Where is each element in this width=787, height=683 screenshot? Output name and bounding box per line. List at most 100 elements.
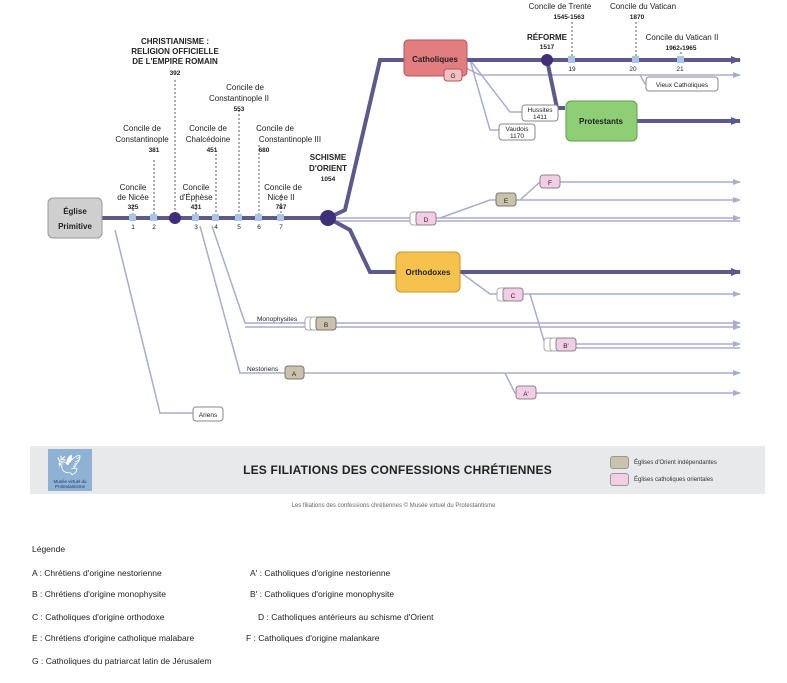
box-e[interactable]: E — [495, 192, 517, 207]
schisme-l2: D'ORIENT — [309, 164, 347, 173]
protestants-box[interactable]: Protestants — [565, 100, 638, 142]
council-num-20: 20 — [629, 66, 637, 73]
council-4-name1: Concile de — [189, 124, 227, 133]
dove-icon: 🕊 — [56, 455, 82, 477]
council-num-1: 1 — [131, 224, 135, 231]
nestoriens-label: Nestoriens — [247, 366, 279, 373]
council-1-year: 325 — [128, 204, 139, 211]
box-c[interactable]: C — [496, 287, 524, 302]
root-line1: Église — [63, 207, 87, 216]
a2-branch — [504, 372, 741, 396]
orient-swatch — [610, 456, 629, 469]
reforme-node — [541, 54, 553, 66]
council-6-name2: Constantinople III — [259, 135, 321, 144]
filiations-diagram: 1 2 3 4 5 6 7 19 20 21 Église Primitive … — [47, 2, 741, 422]
schisme-l1: SCHISME — [310, 153, 347, 162]
christianisme-l3: DE L'EMPIRE ROMAIN — [132, 57, 218, 66]
trente-year: 1545-1563 — [553, 14, 584, 21]
council-num-2: 2 — [152, 224, 156, 231]
key-orient-label: Églises d'Orient indépendantes — [634, 460, 717, 467]
ariens-branch — [114, 229, 195, 414]
council-num-3: 3 — [194, 224, 198, 231]
council-num-5: 5 — [237, 224, 241, 231]
box-a[interactable]: A — [284, 365, 305, 380]
box-b-prime-label: B' — [563, 343, 569, 350]
council-3-year: 431 — [191, 204, 202, 211]
council-5-name2: Constantinople II — [209, 94, 269, 103]
vatican1-year: 1870 — [630, 14, 645, 21]
box-f[interactable]: F — [539, 174, 561, 189]
box-c-label: C — [511, 293, 516, 300]
ariens-box[interactable]: Ariens — [192, 406, 224, 422]
legend-a-prime: A' : Catholiques d'origine nestorienne — [250, 568, 391, 578]
schisme-year: 1054 — [321, 176, 336, 183]
minor-branches — [114, 59, 741, 414]
key-orient: Églises d'Orient indépendantes — [610, 456, 717, 469]
root-line2: Primitive — [58, 222, 92, 231]
council-num-19: 19 — [568, 66, 576, 73]
catholic-orient-swatch — [610, 473, 629, 486]
box-b-prime[interactable]: B' — [543, 337, 577, 352]
orthodoxes-label: Orthodoxes — [406, 268, 451, 277]
schisme-node — [320, 210, 336, 226]
box-b-label: B — [324, 322, 328, 329]
council-markers — [132, 22, 682, 216]
eglise-primitive-box[interactable]: Église Primitive — [47, 197, 103, 239]
c-branch — [459, 271, 741, 297]
trente-l1: Concile de Trente — [529, 2, 592, 11]
legend-b: B : Chrétiens d'origine monophysite — [32, 589, 166, 599]
council-2-name2: Constantinople — [115, 135, 169, 144]
council-6-year: 680 — [259, 147, 270, 154]
orthodox-line — [327, 216, 741, 276]
legend-e: E : Chrétiens d'origine catholique malab… — [32, 633, 195, 643]
box-e-label: E — [504, 198, 509, 205]
vaudois-branch — [469, 59, 500, 131]
legend-a: A : Chrétiens d'origine nestorienne — [32, 568, 162, 578]
box-d-label: D — [424, 217, 429, 224]
vieux-catholiques-box[interactable]: Vieux Catholiques — [645, 76, 719, 92]
box-f-label: F — [548, 180, 552, 187]
council-1-name1: Concile — [120, 183, 147, 192]
council-7-name1: Concile de — [264, 183, 302, 192]
council-4-year: 451 — [207, 147, 218, 154]
vatican2-l1: Concile du Vatican II — [646, 33, 719, 42]
title-banner: 🕊 Musée virtuel du Protestantisme LES FI… — [30, 446, 765, 494]
hussites-box[interactable]: Hussites 1411 — [521, 104, 559, 122]
christianisme-l2: RELIGION OFFICIELLE — [131, 47, 219, 56]
orthodoxes-box[interactable]: Orthodoxes — [395, 251, 461, 293]
council-6-name1: Concile de — [256, 124, 294, 133]
key-catholic-orient-label: Églises catholiques orientales — [634, 477, 714, 484]
box-b[interactable]: B — [304, 316, 337, 331]
christianisme-year: 392 — [170, 70, 181, 77]
vaudois-box[interactable]: Vaudois 1170 — [498, 123, 536, 141]
monophysites-label: Monophysites — [257, 316, 298, 323]
council-num-7: 7 — [279, 224, 283, 231]
vatican1-l1: Concile du Vatican — [610, 2, 676, 11]
protestant-split — [545, 59, 565, 110]
musee-logo[interactable]: 🕊 Musée virtuel du Protestantisme — [48, 449, 92, 491]
box-a-prime-label: A' — [523, 391, 529, 398]
council-5-name1: Concile de — [226, 83, 264, 92]
legend-c: C : Catholiques d'origine orthodoxe — [32, 612, 165, 622]
ariens-label: Ariens — [199, 412, 218, 419]
christianisme-l1: CHRISTIANISME : — [141, 37, 209, 46]
council-nodes — [129, 56, 684, 221]
council-3-name2: d'Éphèse — [179, 193, 213, 202]
monophysites-branch — [211, 225, 741, 326]
box-a-label: A — [292, 371, 297, 378]
reforme-l1: RÉFORME — [527, 33, 568, 42]
box-a-prime[interactable]: A' — [515, 385, 537, 400]
legend-f: F : Catholiques d'origine malankare — [246, 633, 380, 643]
legend-g: G : Catholiques du patriarcat latin de J… — [32, 656, 212, 666]
hussites-branch — [469, 59, 525, 113]
council-2-name1: Concile de — [123, 124, 161, 133]
vieux-label: Vieux Catholiques — [656, 82, 709, 89]
diagram-title: LES FILIATIONS DES CONFESSIONS CHRÉTIENN… — [243, 463, 552, 477]
council-1-name2: de Nicée — [117, 193, 149, 202]
legend-d: D : Catholiques antérieurs au schisme d'… — [258, 612, 434, 622]
box-d[interactable]: D — [409, 211, 437, 226]
box-g[interactable]: G — [443, 68, 463, 82]
catholiques-box[interactable]: Catholiques — [403, 39, 468, 77]
hussites-year: 1411 — [533, 114, 547, 121]
council-num-4: 4 — [214, 224, 218, 231]
